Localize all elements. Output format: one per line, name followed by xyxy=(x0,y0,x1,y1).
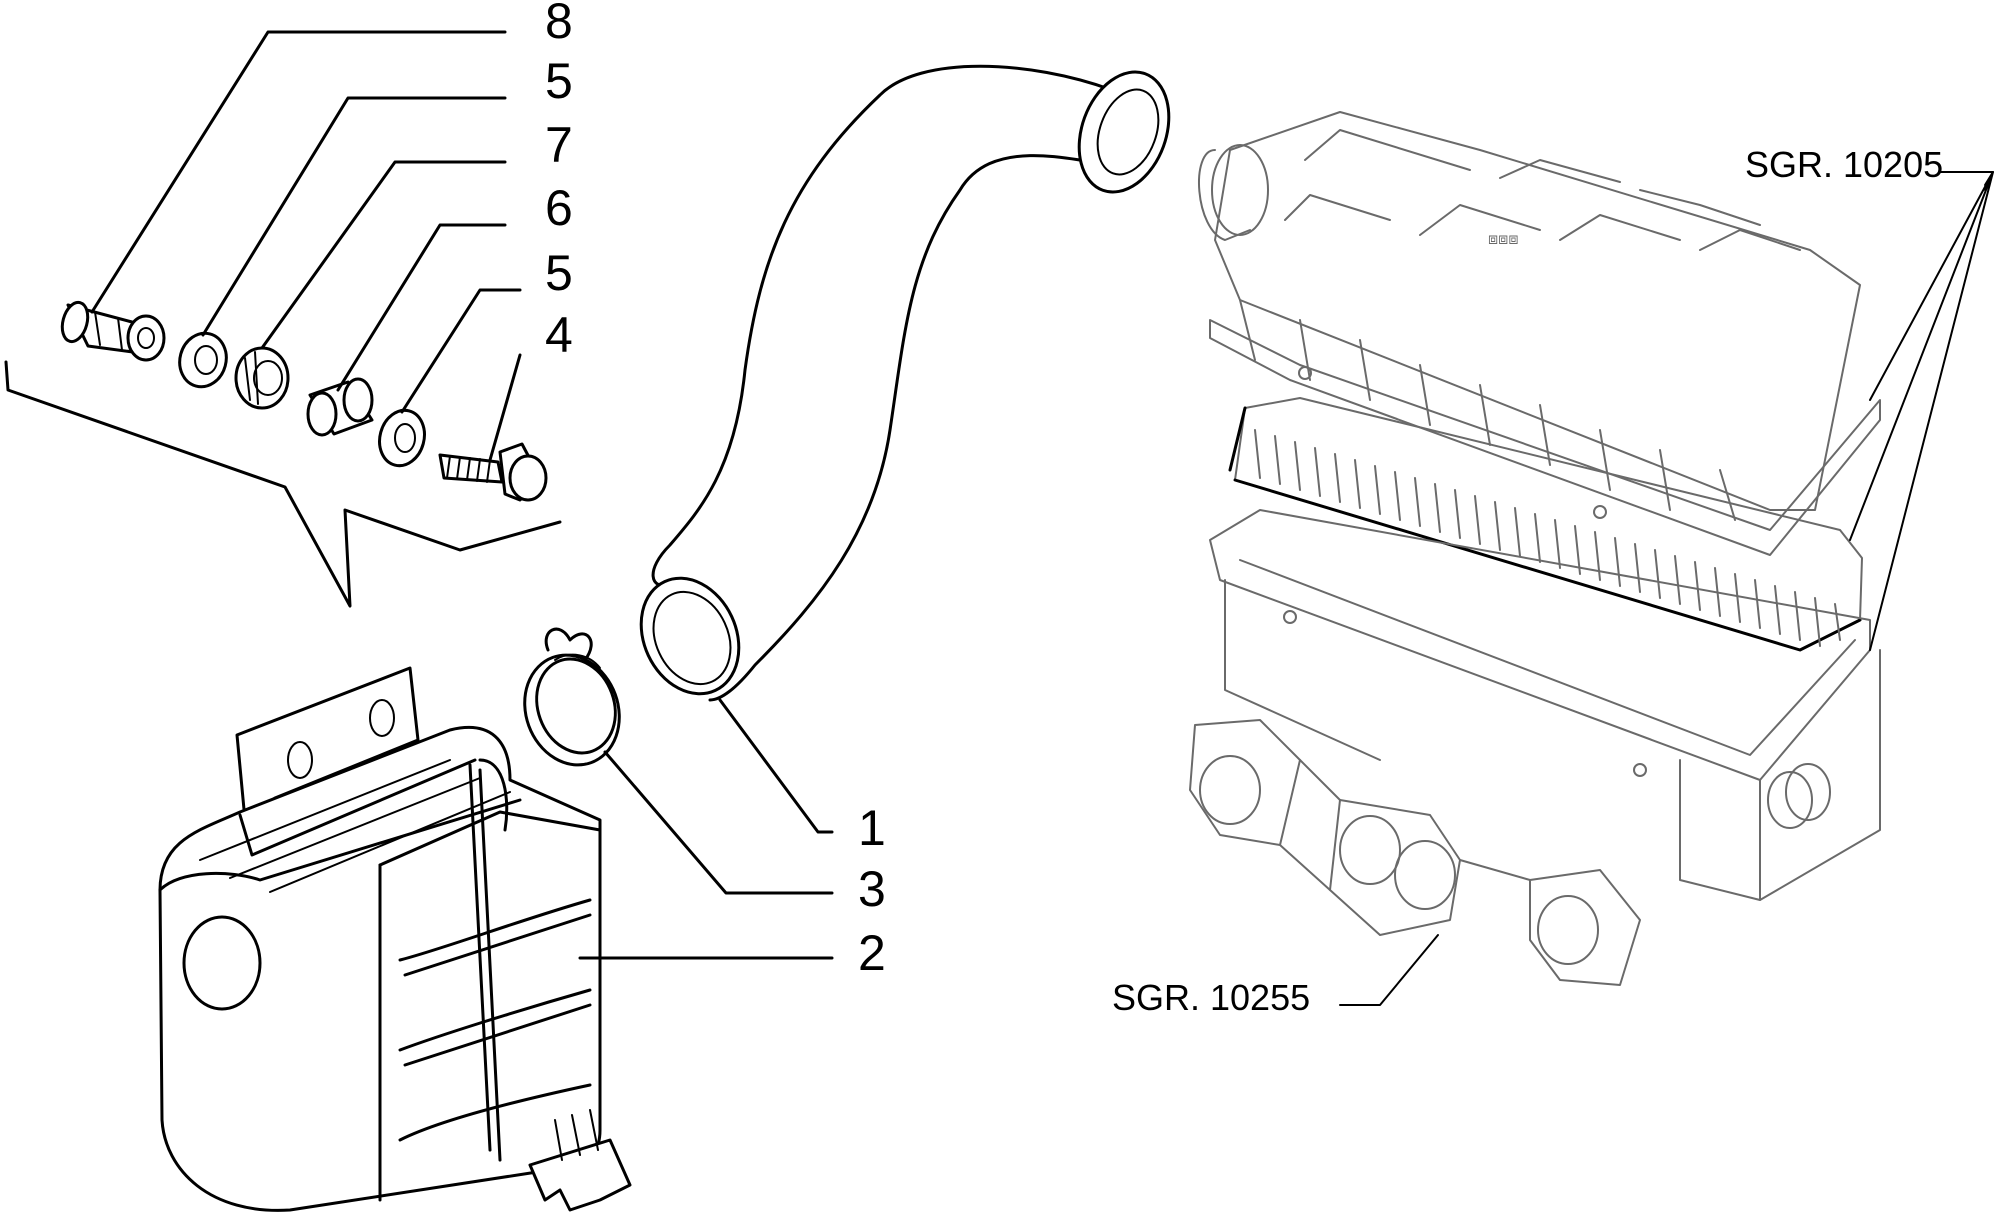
callout-4: 4 xyxy=(545,307,573,363)
leader-5b xyxy=(400,288,522,414)
leader-sgr-10205-tick xyxy=(1984,171,1994,191)
leader-6 xyxy=(336,223,507,392)
callout-6: 6 xyxy=(545,180,573,236)
callout-8: 8 xyxy=(545,0,573,49)
leader-1 xyxy=(718,698,834,834)
callout-3: 3 xyxy=(858,861,886,917)
callout-2: 2 xyxy=(858,925,886,981)
air-filter-cover: ⧈⧈⧈ xyxy=(1198,111,1881,556)
part-5-washer-b xyxy=(378,408,426,468)
callout-5-bottom: 5 xyxy=(545,245,573,301)
part-2-resonator xyxy=(158,666,632,1212)
detail-bubble-outline xyxy=(4,360,562,608)
callout-5-top: 5 xyxy=(545,53,573,109)
ref-sgr-10205: SGR. 10205 xyxy=(1745,144,1943,185)
part-8-bush xyxy=(60,300,166,362)
leader-4 xyxy=(488,353,522,462)
part-5-washer-a xyxy=(178,331,228,389)
callout-1: 1 xyxy=(858,800,886,856)
leader-8 xyxy=(90,30,507,314)
part-7-grommet xyxy=(234,346,290,410)
leader-5a xyxy=(201,96,507,337)
leader-7 xyxy=(260,160,507,350)
cover-marking-glyphs: ⧈⧈⧈ xyxy=(1488,231,1519,248)
air-filter-base xyxy=(1189,509,1881,986)
leader-sgr-10255 xyxy=(1339,934,1439,1006)
part-6-spacer xyxy=(306,377,374,437)
leader-3 xyxy=(603,750,834,895)
callout-7: 7 xyxy=(545,117,573,173)
ref-sgr-10255: SGR. 10255 xyxy=(1112,977,1310,1018)
part-1-hose xyxy=(639,64,1171,702)
part-4-bolt xyxy=(438,442,548,502)
air-filter-element xyxy=(1228,397,1863,652)
part-3-clamp xyxy=(523,627,621,767)
